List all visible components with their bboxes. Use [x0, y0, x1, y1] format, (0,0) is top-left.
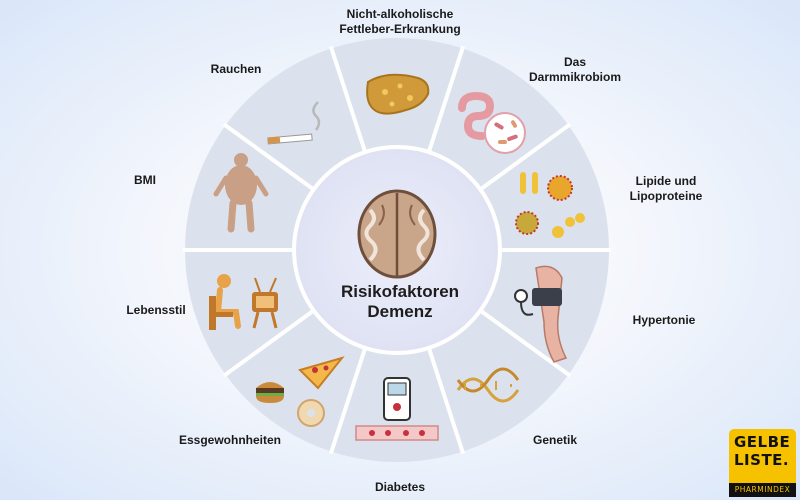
label-lipids-line2: Lipoproteine [629, 189, 703, 203]
logo-line3: PHARMINDEX [729, 483, 796, 497]
label-hypertension: Hypertonie [632, 313, 696, 327]
brain-icon [357, 189, 437, 279]
gut-microbiome-icon [458, 91, 526, 154]
sedentary-tv-icon [209, 274, 278, 330]
label-gut-microbiome-line1: Das [563, 55, 586, 69]
label-bmi: BMI [134, 173, 156, 187]
label-fatty-liver: Nicht-alkoholische Fettleber-Erkrankung [300, 7, 500, 37]
glucose-meter-icon [355, 377, 439, 441]
logo-line1: GELBE [734, 433, 791, 451]
gelbe-liste-logo: GELBE LISTE. PHARMINDEX [729, 429, 796, 497]
label-gut-microbiome: Das Darmmikrobiom [515, 55, 635, 85]
fast-food-icon [256, 356, 345, 427]
label-gut-microbiome-line2: Darmmikrobiom [528, 70, 622, 84]
segment-divider [425, 45, 466, 156]
logo-line2: LISTE. [734, 451, 790, 469]
center-title-line1: Risikofaktoren [340, 282, 460, 301]
label-lipids: Lipide und Lipoproteine [616, 174, 716, 204]
center-title: Risikofaktoren Demenz [300, 282, 500, 322]
label-fatty-liver-line1: Nicht-alkoholische [346, 7, 454, 21]
label-genetics: Genetik [532, 433, 577, 447]
lipoprotein-icon [515, 172, 585, 238]
segment-divider [476, 307, 572, 378]
obese-person-icon [213, 153, 269, 233]
blood-pressure-icon [514, 265, 568, 363]
cigarette-icon [267, 101, 321, 145]
label-lifestyle: Lebensstil [126, 303, 186, 317]
segment-divider [476, 122, 572, 193]
fatty-liver-icon [366, 73, 430, 115]
label-eating-habits: Essgewohnheiten [178, 433, 282, 447]
segment-divider [425, 344, 466, 455]
segment-divider [222, 122, 318, 193]
segment-divider [328, 344, 369, 455]
center-title-line2: Demenz [367, 302, 433, 321]
segment-divider [222, 307, 318, 378]
label-fatty-liver-line2: Fettleber-Erkrankung [339, 22, 461, 36]
label-smoking: Rauchen [210, 62, 262, 76]
label-diabetes: Diabetes [374, 480, 426, 494]
dna-icon [456, 367, 520, 403]
label-lipids-line1: Lipide und [635, 174, 697, 188]
segment-divider [328, 45, 369, 156]
